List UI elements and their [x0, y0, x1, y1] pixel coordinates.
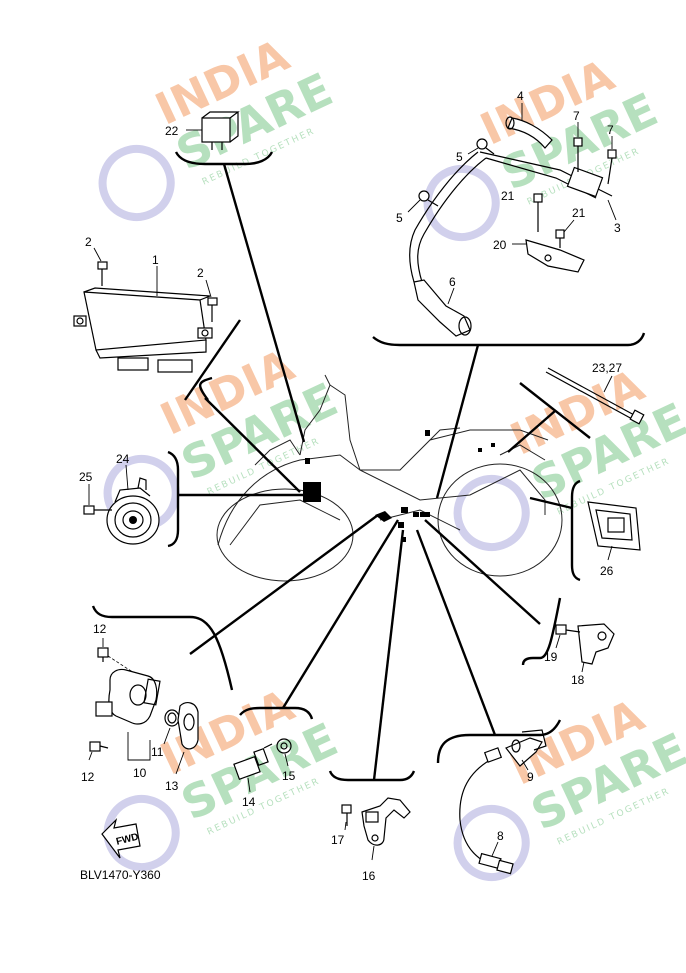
watermark-middle-right: INDIA SPARE REBUILD TOGETHER	[453, 360, 686, 551]
callout-15: 15	[282, 769, 296, 783]
bolt-part-2-right[interactable]	[205, 279, 218, 322]
bracket-part-18[interactable]	[577, 623, 615, 673]
clip-part-5-lower[interactable]	[407, 190, 439, 213]
washer-part-15[interactable]	[276, 738, 292, 767]
callout-labels: 1 2 2 3 4 5 5 6 7 7 8 9 10 11 12 12 13 1…	[79, 89, 622, 883]
callout-25: 25	[79, 470, 93, 484]
watermark-bottom-right: INDIA SPARE REBUILD TOGETHER	[453, 690, 686, 881]
callout-13: 13	[165, 779, 179, 793]
callout-24: 24	[116, 452, 130, 466]
callout-11: 11	[151, 745, 164, 759]
callout-8: 8	[497, 829, 504, 843]
callout-12-upper: 12	[93, 622, 107, 636]
callout-6: 6	[449, 275, 456, 289]
bolt-part-2-left[interactable]	[93, 247, 108, 286]
relay-part-22[interactable]	[186, 111, 240, 150]
section-brackets	[91, 151, 646, 782]
callout-9: 9	[527, 770, 534, 784]
gasket-part-13[interactable]	[175, 702, 199, 775]
wrench-logo-icon	[98, 144, 175, 221]
callout-5-upper: 5	[456, 150, 463, 164]
diagram-code: BLV1470-Y360	[80, 868, 161, 882]
bolt-part-19[interactable]	[555, 624, 581, 649]
callout-2-right: 2	[197, 266, 204, 280]
callout-3: 3	[614, 221, 621, 235]
wrench-logo-icon	[453, 804, 530, 881]
fwd-label: FWD	[115, 832, 140, 848]
ecu-part-1[interactable]	[73, 266, 213, 373]
callout-16: 16	[362, 869, 376, 883]
callout-22: 22	[165, 124, 179, 138]
clip-part-9[interactable]	[505, 729, 547, 771]
fwd-arrow-icon: FWD	[101, 818, 141, 859]
callout-18: 18	[571, 673, 585, 687]
callout-14: 14	[242, 795, 256, 809]
callout-7-left: 7	[573, 109, 580, 123]
callout-21-lower: 21	[572, 206, 586, 220]
bike-connectors	[303, 430, 495, 542]
callout-5-lower: 5	[396, 211, 403, 225]
horn-part-24[interactable]	[106, 464, 160, 545]
cover-part-26[interactable]	[587, 501, 641, 561]
bolt-part-12-upper[interactable]	[97, 638, 149, 683]
callout-21-upper: 21	[501, 189, 515, 203]
callout-26: 26	[600, 564, 614, 578]
callout-19: 19	[544, 650, 558, 664]
sensor-part-14[interactable]	[233, 743, 273, 793]
callout-23-27: 23,27	[592, 361, 622, 375]
watermark-group: INDIA SPARE REBUILD TOGETHER INDIA SPARE…	[98, 30, 686, 881]
bolt-part-21-lower[interactable]	[555, 219, 575, 248]
callout-4: 4	[517, 89, 524, 103]
o2-sensor-part-8[interactable]	[459, 747, 514, 875]
callout-17: 17	[331, 833, 345, 847]
cable-tie-part-23-27[interactable]	[545, 367, 645, 425]
wrench-logo-icon	[453, 474, 530, 551]
bracket-part-16[interactable]	[361, 797, 411, 861]
bolt-part-7-right[interactable]	[607, 136, 617, 185]
watermark-top-right: INDIA SPARE REBUILD TOGETHER	[423, 50, 665, 241]
callout-20: 20	[493, 238, 507, 252]
clip-part-5-upper[interactable]	[467, 138, 495, 155]
callout-7-right: 7	[607, 123, 614, 137]
bolt-part-17[interactable]	[341, 804, 352, 831]
motorcycle-outline	[216, 374, 563, 582]
callout-1: 1	[152, 253, 159, 267]
bolt-part-25[interactable]	[83, 484, 112, 515]
callout-10: 10	[133, 766, 147, 780]
bolt-part-21-upper[interactable]	[533, 193, 543, 232]
callout-12-lower: 12	[81, 770, 95, 784]
valve-part-3[interactable]	[566, 166, 617, 221]
wrench-logo-icon	[103, 794, 180, 871]
hose-part-4[interactable]	[505, 103, 553, 149]
bolt-part-12-lower[interactable]	[88, 741, 109, 761]
bracket-part-20[interactable]	[512, 239, 585, 273]
switch-part-10[interactable]	[95, 668, 161, 761]
callout-2-left: 2	[85, 235, 92, 249]
bolt-part-7-left[interactable]	[573, 122, 583, 172]
wrench-logo-icon	[423, 164, 500, 241]
